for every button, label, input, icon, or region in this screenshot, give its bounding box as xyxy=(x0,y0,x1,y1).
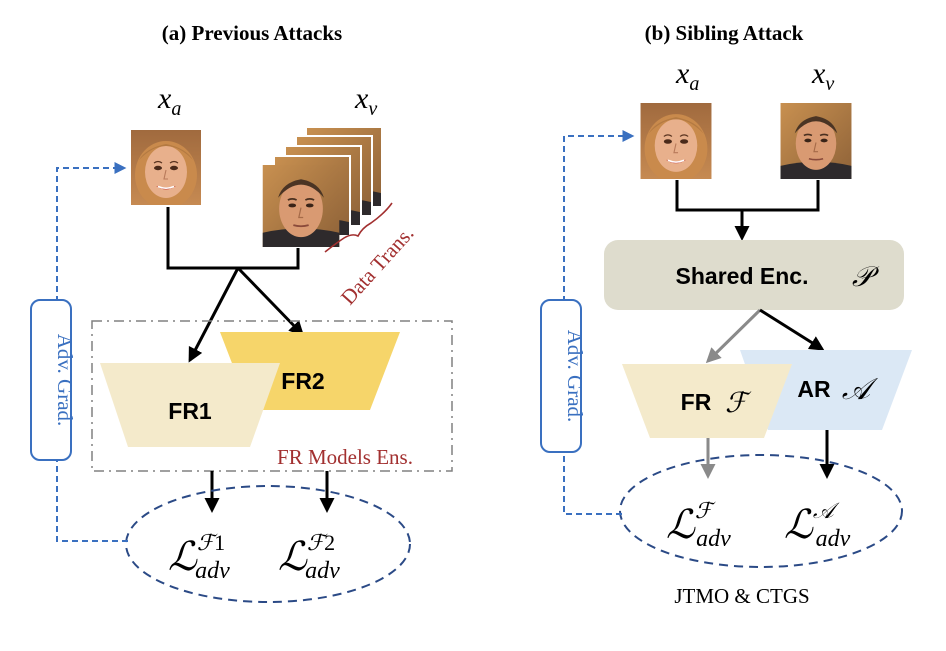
panel-b-caption: JTMO & CTGS xyxy=(674,584,809,608)
panel-b-title: (b) Sibling Attack xyxy=(645,21,804,45)
victim-face-stack xyxy=(262,126,383,247)
panel-a: (a) Previous Attacks xa xv Data Trans. xyxy=(30,21,453,603)
arrow-to-fr1 xyxy=(188,267,240,363)
input-a-label-b: xa xyxy=(675,57,699,95)
ensemble-label: FR Models Ens. xyxy=(277,445,413,469)
shared-encoder-block xyxy=(604,240,904,310)
input-merge-lines xyxy=(166,207,300,270)
input-v-label: xv xyxy=(354,82,377,120)
fr1-label: FR1 xyxy=(168,398,212,424)
ensemble-box xyxy=(91,320,453,472)
adv-grad-label-b: Adv. Grad. xyxy=(563,330,587,423)
panel-b: (b) Sibling Attack xa xv Shared Enc. 𝒫 A… xyxy=(540,21,912,608)
panel-a-title: (a) Previous Attacks xyxy=(162,21,342,45)
shared-encoder-label: Shared Enc. xyxy=(676,263,809,289)
adv-grad-path-b xyxy=(563,130,635,515)
arrow-to-fr-head xyxy=(705,308,762,364)
victim-face-image-b xyxy=(780,103,852,179)
fr2-label: FR2 xyxy=(281,368,324,394)
adv-grad-box-b xyxy=(540,299,582,453)
adv-grad-box-a xyxy=(30,299,72,461)
input-v-label-b: xv xyxy=(811,57,834,95)
fr-head-label: FR xyxy=(681,389,712,415)
victim-face-image xyxy=(262,165,340,247)
adv-grad-label-a: Adv. Grad. xyxy=(53,334,77,427)
attacker-face-image xyxy=(131,130,201,205)
arrow-to-fr2 xyxy=(236,266,305,337)
input-merge-lines-b xyxy=(675,180,820,212)
fr-head-block xyxy=(622,364,792,438)
ar-head-label: AR xyxy=(797,376,831,402)
attacker-face-image-b xyxy=(640,103,712,179)
loss-ellipse-b xyxy=(619,454,903,568)
adv-grad-path-a xyxy=(56,162,128,542)
fr1-model-block xyxy=(100,363,280,447)
loss-ellipse-a xyxy=(125,485,411,603)
data-trans-brace xyxy=(324,202,393,253)
input-a-label: xa xyxy=(157,82,181,120)
arrow-to-ar-head xyxy=(759,308,825,351)
